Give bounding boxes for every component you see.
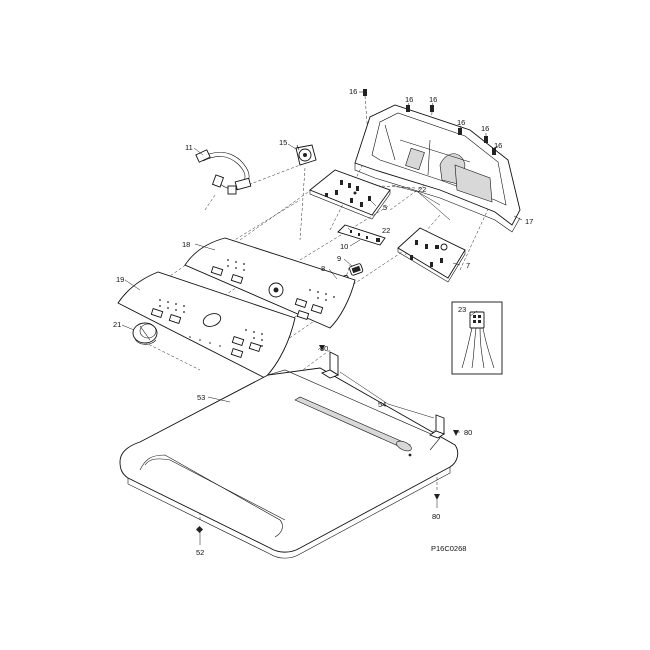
callout-17: 17	[525, 217, 533, 226]
callout-labels: 16 16 16 16 16 16 11 15 22 22 5 17 10 18…	[113, 87, 533, 557]
callout-80: 80	[320, 344, 328, 353]
callout-54: 54	[378, 400, 386, 409]
knob-21	[132, 322, 158, 345]
screw-16-set	[363, 89, 496, 155]
callout-18: 18	[182, 240, 190, 249]
callout-10: 10	[340, 242, 348, 251]
inner-panel-18	[184, 237, 356, 329]
callout-8: 8	[321, 264, 325, 273]
outer-panel-19	[117, 271, 296, 379]
wire-harness	[195, 149, 252, 195]
control-board-5	[309, 169, 391, 220]
drawing-id: P16C0268	[431, 544, 466, 553]
brackets-54	[320, 351, 445, 439]
callout-16: 16	[429, 95, 437, 104]
callout-52: 52	[196, 548, 204, 557]
callout-5: 5	[383, 203, 387, 212]
callout-53: 53	[197, 393, 205, 402]
callout-16: 16	[457, 118, 465, 127]
callout-80: 80	[432, 512, 440, 521]
callout-22: 22	[418, 185, 426, 194]
callout-16: 16	[349, 87, 357, 96]
callout-15: 15	[279, 138, 287, 147]
callout-16: 16	[494, 141, 502, 150]
callout-9: 9	[337, 254, 341, 263]
top-cover-53	[119, 367, 459, 559]
callout-22: 22	[382, 226, 390, 235]
screws-80-52	[195, 345, 459, 534]
callout-21: 21	[113, 320, 121, 329]
callout-23: 23	[458, 305, 466, 314]
callout-11: 11	[185, 143, 193, 152]
callout-80: 80	[464, 428, 472, 437]
control-board-7	[397, 227, 466, 283]
callout-19: 19	[116, 275, 124, 284]
selector-switch	[295, 144, 317, 166]
console-housing	[354, 104, 521, 233]
leader-lines	[121, 91, 523, 545]
callout-7: 7	[466, 261, 470, 270]
inset-23	[451, 301, 503, 375]
callout-16: 16	[481, 124, 489, 133]
callout-16: 16	[405, 95, 413, 104]
